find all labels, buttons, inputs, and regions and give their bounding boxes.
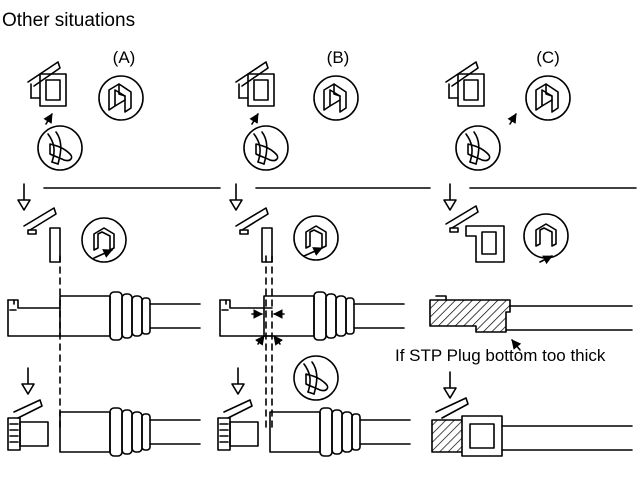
assembled-plug-figure [217, 399, 259, 451]
clip-magnifier-icon [81, 217, 127, 263]
pointer-arrow [93, 249, 113, 259]
plug-latch-figure [27, 61, 67, 107]
cable-boot-figure [59, 407, 201, 457]
column-b [217, 61, 431, 457]
pliers-magnifier-icon [293, 355, 339, 401]
cable-boot-figure [263, 291, 405, 341]
clip-frame-figure [445, 205, 505, 263]
pliers-magnifier-icon [37, 125, 83, 171]
cable-boot-figure [269, 407, 411, 457]
pointer-arrow [254, 335, 265, 346]
down-arrow-icon [443, 183, 457, 211]
pointer-arrow [43, 113, 53, 125]
column-label-c: (C) [536, 48, 560, 67]
clip-magnifier-icon [313, 75, 359, 121]
pointer-arrow [303, 247, 323, 257]
plug-side-figure [7, 299, 61, 337]
assembled-stp-plug-figure [431, 397, 633, 457]
plug-latch-figure [235, 61, 275, 107]
stp-plug-note: If STP Plug bottom too thick [395, 346, 606, 365]
down-arrow-icon [229, 183, 243, 211]
clip-magnifier-icon [523, 213, 569, 259]
plug-clip-figure [235, 207, 273, 263]
pointer-arrow [511, 339, 522, 351]
column-label-b: (B) [326, 48, 350, 67]
thick-stp-plug-figure [429, 295, 633, 333]
plug-clip-figure [23, 207, 61, 263]
pointer-arrow [539, 255, 553, 265]
column-c [429, 61, 637, 457]
plug-latch-figure [445, 61, 485, 107]
cable-boot-figure [59, 291, 201, 341]
clip-magnifier-icon [525, 75, 571, 121]
down-arrow-icon [17, 183, 31, 211]
clip-magnifier-icon [98, 75, 144, 121]
clip-magnifier-icon [293, 215, 339, 261]
page-title: Other situations [2, 10, 136, 31]
pointer-arrow [273, 335, 284, 346]
column-a [7, 61, 221, 457]
pointer-arrow [507, 113, 517, 125]
column-label-a: (A) [112, 48, 136, 67]
pliers-magnifier-icon [455, 125, 501, 171]
down-arrow-icon [443, 371, 457, 399]
assembled-plug-figure [7, 399, 49, 451]
pointer-arrow [249, 113, 259, 125]
down-arrow-icon [231, 367, 245, 395]
pliers-magnifier-icon [243, 125, 289, 171]
down-arrow-icon [21, 367, 35, 395]
